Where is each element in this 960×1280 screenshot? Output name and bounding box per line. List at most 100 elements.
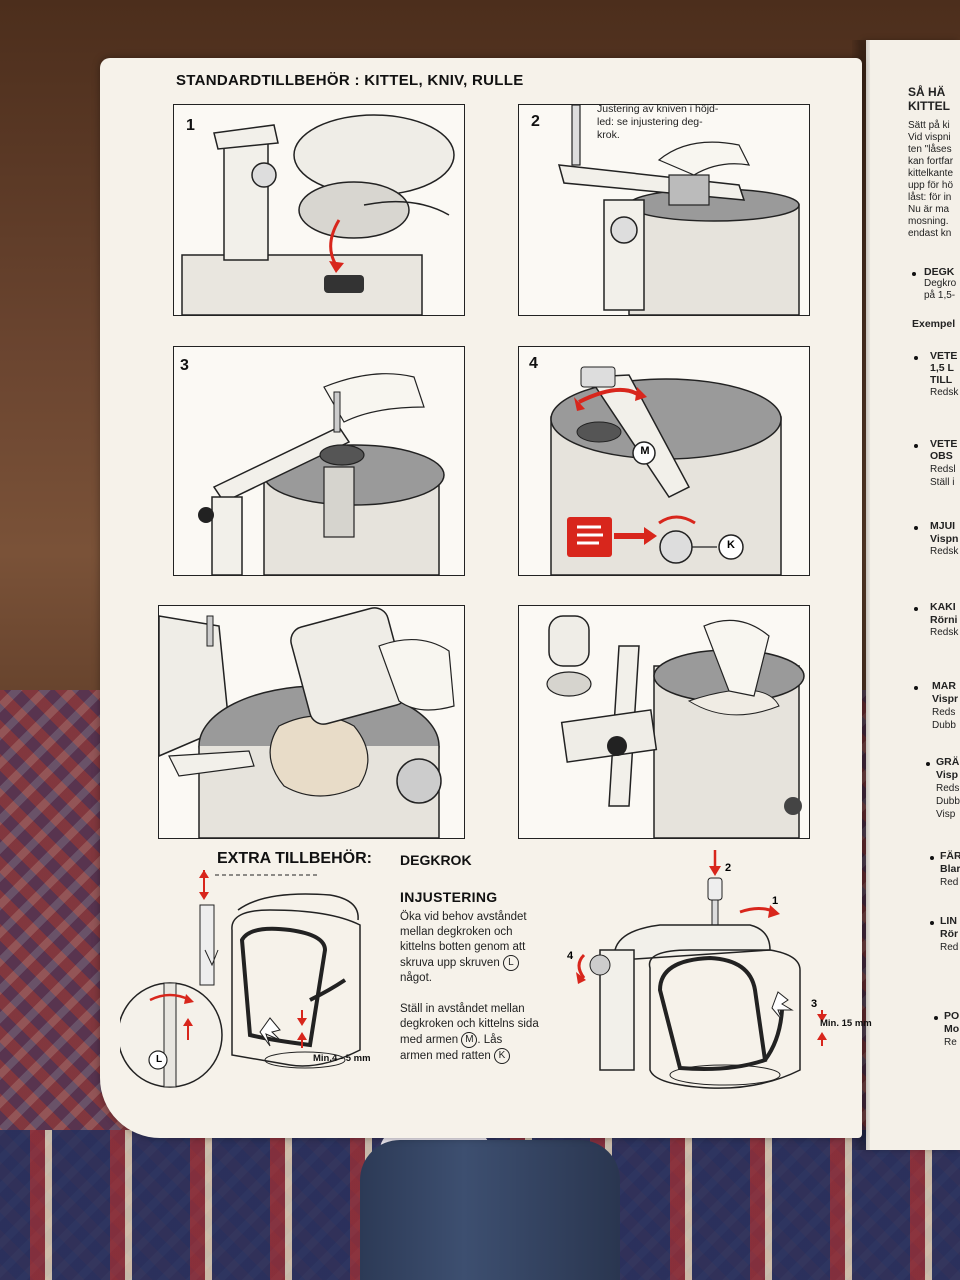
item-line: Red bbox=[940, 942, 959, 953]
item-line: Dubb bbox=[936, 796, 960, 807]
intro-line: kittelkante bbox=[908, 168, 954, 179]
item-line: Re bbox=[944, 1037, 957, 1048]
item-title: TILL bbox=[930, 374, 953, 386]
text-fragment: Lås bbox=[483, 1034, 503, 1047]
panel-6 bbox=[518, 605, 810, 839]
label-m: M bbox=[640, 445, 650, 457]
step-1-label: 1 bbox=[772, 895, 779, 907]
text-fragment: med armen bbox=[400, 1034, 459, 1047]
mixer-base-illustration bbox=[181, 114, 455, 315]
item-line: Reds bbox=[936, 783, 960, 794]
bullet-icon bbox=[912, 272, 916, 276]
intro-line: endast kn bbox=[908, 228, 952, 239]
text-line: med armen M. Lås bbox=[400, 1032, 503, 1048]
text-line: kittelns botten genom att bbox=[400, 941, 526, 953]
step-4-label: 4 bbox=[567, 950, 574, 962]
standard-accessories-header: STANDARDTILLBEHÖR : KITTEL, KNIV, RULLE bbox=[176, 72, 524, 89]
item-title: 1,5 L bbox=[930, 362, 954, 374]
item-title: OBS bbox=[930, 450, 953, 462]
item-title: PO bbox=[944, 1010, 960, 1022]
panel-2: 2 Justering av kniven i höjd- led: se in… bbox=[518, 104, 810, 316]
bullet-icon bbox=[930, 856, 934, 860]
intro-line: Nu är ma bbox=[908, 204, 950, 215]
injustering-paragraph-1: Öka vid behov avståndet mellan degkroken… bbox=[400, 910, 560, 986]
degk-line: Degkro bbox=[924, 278, 957, 289]
degkrok-subtitle: DEGKROK bbox=[400, 852, 472, 868]
item-line: Visp bbox=[936, 809, 956, 820]
item-title: Blar bbox=[940, 863, 960, 875]
intro-line: upp för hö bbox=[908, 180, 954, 191]
bullet-icon bbox=[914, 607, 918, 611]
intro-line: kan fortfar bbox=[908, 156, 954, 167]
panel-5 bbox=[158, 605, 465, 839]
bullet-icon bbox=[934, 1016, 938, 1020]
item-title: Vispr bbox=[932, 693, 959, 705]
text-line: Öka vid behov avståndet bbox=[400, 911, 527, 923]
wheel-k-badge: K bbox=[493, 1048, 510, 1065]
bullet-icon bbox=[914, 444, 918, 448]
extra-accessories-title: EXTRA TILLBEHÖR: bbox=[217, 850, 372, 867]
panel-number: 3 bbox=[180, 357, 189, 374]
panel-number: 2 bbox=[531, 113, 540, 130]
intro-line: låst: för in bbox=[908, 192, 952, 203]
text-line: något. bbox=[400, 972, 432, 985]
injustering-paragraph-2: Ställ in avståndet mellan degkroken och … bbox=[400, 1002, 570, 1065]
min-4-5mm-label: Min.4 - 5 mm bbox=[313, 1053, 371, 1064]
min-15mm-label: Min. 15 mm bbox=[820, 1018, 872, 1029]
item-line: Ställ i bbox=[930, 477, 955, 488]
item-title: KAKI bbox=[930, 601, 956, 613]
item-line: Dubb bbox=[932, 720, 956, 731]
item-title: GRÄ bbox=[936, 756, 960, 768]
item-line: Redsk bbox=[930, 387, 959, 398]
text-line: skruva upp skruven L bbox=[400, 955, 560, 971]
intro-line: Vid vispni bbox=[908, 132, 951, 143]
item-line: Redsl bbox=[930, 464, 956, 475]
step-3-label: 3 bbox=[811, 998, 818, 1010]
item-line: Red bbox=[940, 877, 959, 888]
pour-dough-illustration bbox=[159, 606, 464, 838]
item-title: VETE bbox=[930, 350, 958, 362]
bullet-icon bbox=[930, 921, 934, 925]
exempel-label: Exempel bbox=[912, 318, 956, 330]
item-line: Redsk bbox=[930, 627, 959, 638]
right-heading-1: SÅ HÄ bbox=[908, 85, 946, 99]
item-title: Visp bbox=[936, 769, 958, 781]
panel-1: 1 bbox=[173, 104, 465, 316]
dough-hook-left-figure bbox=[120, 870, 361, 1088]
item-title: Mo bbox=[944, 1023, 960, 1035]
knife-insert-illustration bbox=[198, 373, 445, 575]
item-line: Reds bbox=[932, 707, 956, 718]
item-title: Rörni bbox=[930, 614, 958, 626]
fig-label-l: L bbox=[155, 1054, 163, 1065]
item-title: LIN bbox=[940, 915, 957, 927]
bullet-icon bbox=[914, 356, 918, 360]
text-line: Ställ in avståndet mellan bbox=[400, 1003, 525, 1015]
intro-line: ten "låses bbox=[908, 144, 952, 155]
item-title: Vispn bbox=[930, 533, 959, 545]
arm-m-badge: M bbox=[461, 1032, 478, 1048]
degk-line: på 1,5- bbox=[924, 290, 956, 301]
right-page bbox=[866, 40, 960, 1150]
label-k: K bbox=[727, 539, 735, 551]
panel-number: 1 bbox=[186, 117, 195, 134]
jeans-legs bbox=[360, 1140, 620, 1280]
item-title: FÄR bbox=[940, 850, 960, 862]
step-2-label: 2 bbox=[725, 862, 732, 874]
remove-roller-illustration bbox=[546, 615, 805, 838]
dough-hook-right-figure bbox=[576, 850, 827, 1089]
screw-l-badge: L bbox=[502, 955, 519, 971]
panel-3: 3 bbox=[173, 346, 465, 576]
degk-title: DEGK bbox=[924, 266, 955, 278]
caption-line: Justering av kniven i höjd- bbox=[597, 104, 719, 115]
bullet-icon bbox=[926, 762, 930, 766]
right-heading-2: KITTEL bbox=[908, 99, 950, 113]
intro-line: mosning. bbox=[908, 216, 949, 227]
text-fragment: skruva upp skruven bbox=[400, 957, 500, 970]
injustering-title: INJUSTERING bbox=[400, 889, 498, 905]
bullet-icon bbox=[914, 526, 918, 530]
text-fragment: armen med ratten bbox=[400, 1050, 491, 1063]
knife-adjust-illustration bbox=[557, 105, 800, 315]
item-title: Rör bbox=[940, 928, 959, 940]
intro-line: Sätt på ki bbox=[908, 120, 950, 131]
item-title: MJUI bbox=[930, 520, 956, 532]
